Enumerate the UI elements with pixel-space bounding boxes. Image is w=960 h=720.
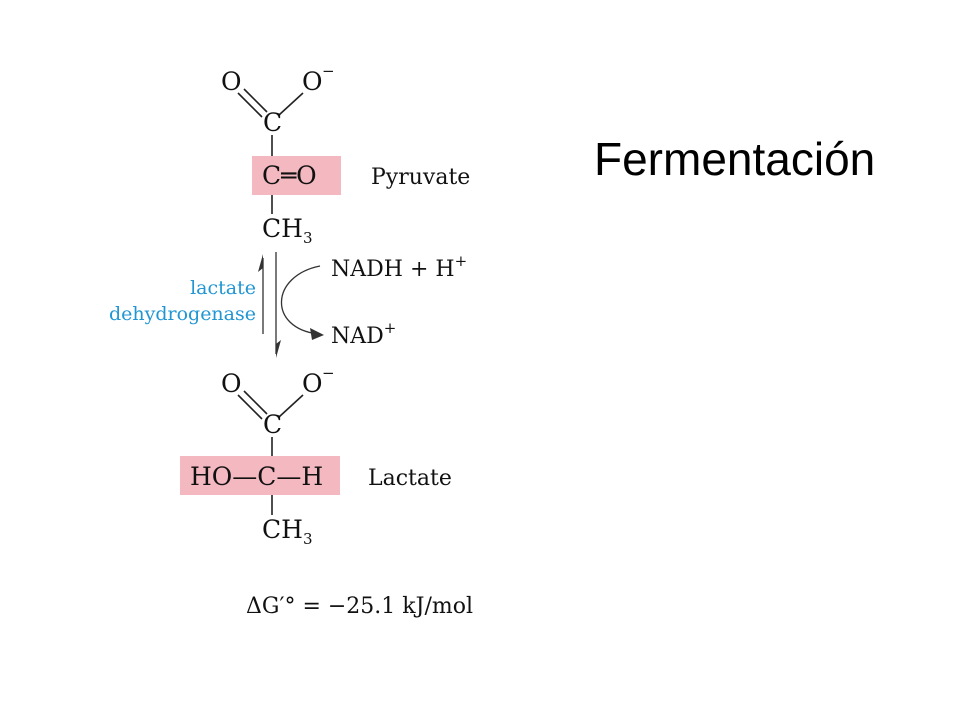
- lactate-single-bond-o: [278, 394, 304, 418]
- enzyme-name-line1: lactate: [190, 277, 256, 299]
- free-energy-label: ΔG′° = −25.1 kJ/mol: [246, 594, 473, 619]
- pyruvate-oxygen-left: O: [221, 67, 242, 96]
- cofactor-curve-arrow-head: [310, 328, 324, 340]
- lactate-carboxyl-carbon: C: [263, 410, 282, 439]
- pyruvate-name: Pyruvate: [371, 165, 470, 190]
- reaction-arrows: [258, 252, 324, 358]
- lactate-structure: O O − C HO—C—H CH3 Lactate: [180, 364, 452, 548]
- lactate-highlight: [180, 456, 340, 495]
- pyruvate-oxygen-charge: −: [322, 62, 335, 80]
- lactate-double-bond-b: [243, 390, 268, 415]
- pyruvate-carboxyl-carbon: C: [263, 108, 282, 137]
- pyruvate-highlight: [252, 156, 341, 195]
- reverse-arrow-head: [258, 254, 263, 272]
- pyruvate-structure: O O − C C═O CH3 Pyruvate: [221, 62, 470, 247]
- cofactor-nadh: NADH + H+: [331, 252, 467, 282]
- lactate-hydroxyl-group: HO—C—H: [190, 462, 323, 491]
- pyruvate-single-bond-o: [278, 92, 304, 116]
- pyruvate-methyl: CH3: [262, 214, 312, 247]
- lactate-methyl: CH3: [262, 515, 312, 548]
- enzyme-name-line2: dehydrogenase: [109, 303, 256, 325]
- pyruvate-oxygen-right: O: [302, 67, 323, 96]
- pyruvate-double-bond-b: [243, 88, 268, 113]
- lactate-oxygen-right: O: [302, 369, 323, 398]
- cofactor-nad: NAD+: [331, 319, 396, 349]
- lactate-name: Lactate: [368, 466, 452, 491]
- forward-arrow-head: [276, 340, 281, 358]
- cofactor-curve-arrow: [280, 265, 321, 335]
- pyruvate-double-bond-a: [237, 92, 263, 118]
- lactate-oxygen-left: O: [221, 369, 242, 398]
- slide-title: Fermentación: [594, 133, 876, 185]
- lactate-oxygen-charge: −: [322, 364, 335, 382]
- pyruvate-keto-group: C═O: [262, 161, 317, 190]
- lactate-double-bond-a: [237, 394, 263, 420]
